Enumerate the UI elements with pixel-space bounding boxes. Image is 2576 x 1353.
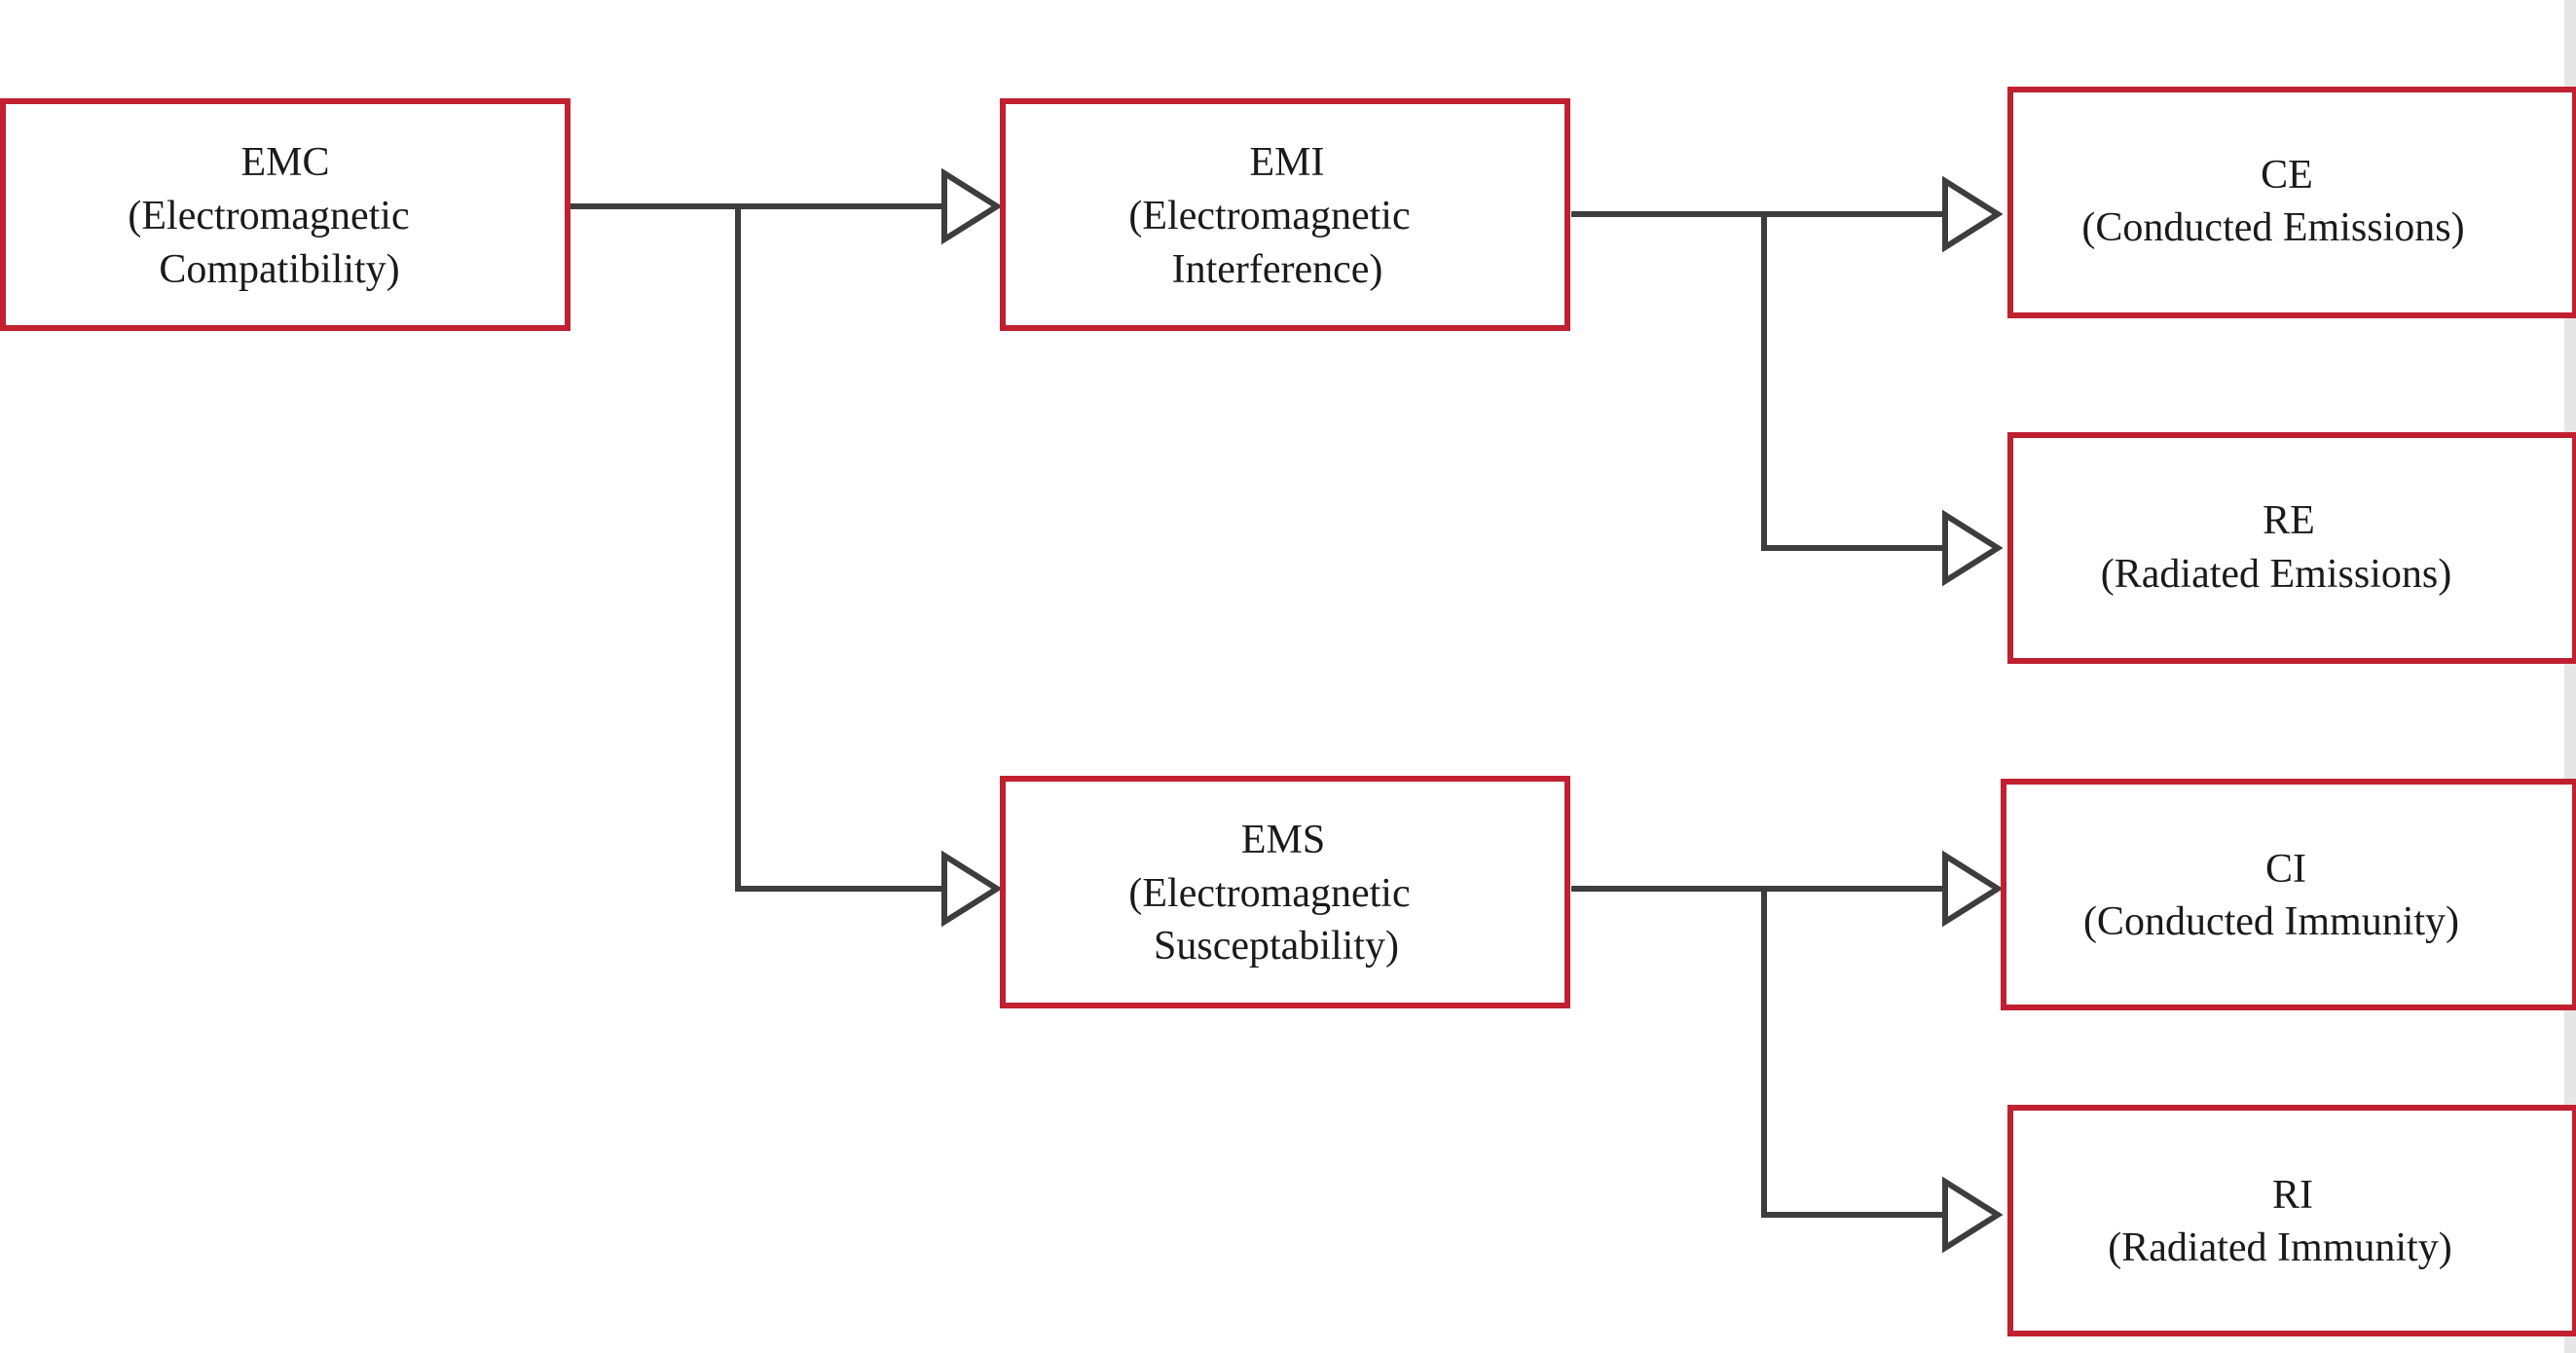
edge-ems-ci [1571, 850, 2004, 928]
node-line-1: (Radiated Emissions) [2101, 552, 2451, 597]
edge-emc-emi [570, 167, 1003, 245]
node-abbr: EMI [1250, 140, 1325, 185]
node-ri: RI (Radiated Immunity) [2007, 1105, 2576, 1336]
edge-emc-ems [735, 206, 1003, 928]
edge-ems-ri [1761, 889, 2004, 1254]
node-ci: CI (Conducted Immunity) [2001, 779, 2576, 1010]
node-line-1: (Radiated Immunity) [2108, 1225, 2451, 1270]
arrowhead-icon [1942, 509, 2004, 587]
node-box [2007, 87, 2576, 318]
node-line-1: (Conducted Immunity) [2083, 899, 2459, 944]
node-line-1: (Conducted Emissions) [2081, 205, 2464, 250]
node-line-1: (Electromagnetic [1128, 194, 1410, 238]
node-box [1000, 776, 1570, 1008]
node-box [2001, 779, 2576, 1010]
node-emi: EMI (Electromagnetic Interference) [1000, 98, 1570, 331]
arrowhead-icon [941, 167, 1003, 245]
edge-emi-ce [1571, 175, 2004, 253]
node-abbr: RI [2272, 1173, 2313, 1218]
node-box [1000, 98, 1570, 331]
node-box [2007, 432, 2576, 664]
node-box [0, 98, 570, 331]
node-re: RE (Radiated Emissions) [2007, 432, 2576, 664]
arrowhead-icon [1942, 850, 2004, 928]
node-line-1: (Electromagnetic [1128, 871, 1410, 916]
node-abbr: CE [2261, 153, 2313, 198]
edge-emi-re [1761, 214, 2004, 587]
right-edge-strip [2564, 0, 2576, 1353]
node-line-2: Interference) [1172, 247, 1383, 292]
node-abbr: EMS [1241, 818, 1325, 862]
connector-line [1761, 889, 1945, 1218]
node-emc: EMC (Electromagnetic Compatibility) [0, 98, 570, 331]
connector-line [1761, 214, 1945, 551]
arrowhead-icon [941, 850, 1003, 928]
node-ce: CE (Conducted Emissions) [2007, 87, 2576, 318]
node-line-1: (Electromagnetic [128, 194, 409, 238]
node-abbr: RE [2263, 498, 2315, 543]
node-abbr: CI [2265, 847, 2306, 892]
arrowhead-icon [1942, 175, 2004, 253]
node-box [2007, 1105, 2576, 1336]
node-abbr: EMC [240, 140, 329, 185]
connector-line [735, 206, 944, 892]
arrowhead-icon [1942, 1176, 2004, 1254]
node-line-2: Susceptability) [1154, 924, 1399, 969]
node-line-2: Compatibility) [159, 247, 399, 292]
node-ems: EMS (Electromagnetic Susceptability) [1000, 776, 1570, 1008]
